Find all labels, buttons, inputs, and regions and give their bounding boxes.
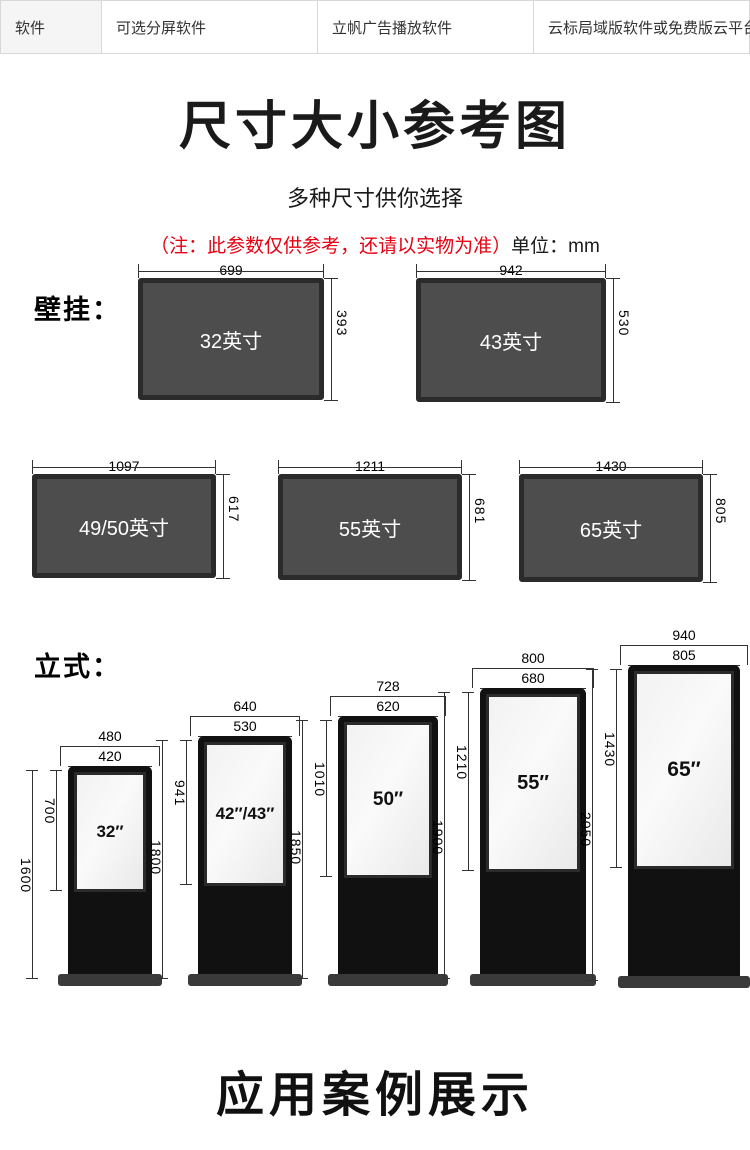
kiosk-42-inner-width-label: 530 xyxy=(233,718,257,734)
wall-mounted-label: 壁挂： xyxy=(34,295,121,325)
kiosk-32-screen-height-label: 700 xyxy=(42,798,58,825)
wall-tv-43: 942 43英寸 530 xyxy=(416,262,632,403)
kiosk-50-screen-height-label: 1010 xyxy=(312,762,328,798)
kiosk-65-screen-height-label: 1430 xyxy=(602,732,618,768)
kiosk-65-total-height-label: 2050 xyxy=(578,812,594,848)
software-cell-3: 云标局域版软件或免费版云平台 xyxy=(533,0,750,54)
wall-tv-43-body: 43英寸 xyxy=(416,278,606,402)
kiosk-32-screen: 32″ xyxy=(74,772,146,892)
wall-tv-65: 1430 65英寸 805 xyxy=(519,458,729,583)
kiosk-55-screen: 55″ xyxy=(486,694,580,872)
kiosk-50-inner-width-label: 620 xyxy=(376,698,400,714)
page-title: 尺寸大小参考图 xyxy=(178,98,571,156)
software-cell-2: 立帆广告播放软件 xyxy=(317,0,534,54)
kiosk-55-total-height-label: 1900 xyxy=(430,820,446,856)
wall-tv-32-size-label: 32英寸 xyxy=(199,330,263,353)
wall-tv-55: 1211 55英寸 681 xyxy=(278,458,488,581)
wall-tv-65-width-label: 1430 xyxy=(595,458,627,474)
kiosk-32-total-height-label: 1600 xyxy=(18,858,34,894)
wall-tv-32-body: 32英寸 xyxy=(138,278,324,400)
kiosk-50-outer-width-label: 728 xyxy=(376,678,400,694)
kiosk-50-total-height-label: 1850 xyxy=(288,830,304,866)
bottom-title: 应用案例展示 xyxy=(215,1069,534,1122)
wall-tv-32: 699 32英寸 393 xyxy=(138,262,350,401)
kiosk-50-screen: 50″ xyxy=(344,722,432,878)
kiosk-42-screen-height-label: 941 xyxy=(172,780,188,807)
kiosk-50-size-label: 50″ xyxy=(372,789,404,810)
wall-tv-55-body: 55英寸 xyxy=(278,474,462,580)
wall-tv-55-size-label: 55英寸 xyxy=(338,518,402,541)
kiosk-65-size-label: 65″ xyxy=(667,758,701,781)
kiosk-42-size-label: 42″/43″ xyxy=(215,804,275,823)
kiosk-55-outer-width-label: 800 xyxy=(521,650,545,666)
wall-tv-32-height-label: 393 xyxy=(334,310,350,337)
table-row: 软件 可选分屏软件 立帆广告播放软件 云标局域版软件或免费版云平台 xyxy=(0,0,750,54)
kiosk-65-outer-width-label: 940 xyxy=(672,627,696,643)
kiosk-55-inner-width-label: 680 xyxy=(521,670,545,686)
kiosk-55-screen-height-label: 1210 xyxy=(454,745,470,781)
note-red-text: （注：此参数仅供参考，还请以实物为准） xyxy=(150,236,512,257)
kiosk-42-total-height-label: 1800 xyxy=(148,840,164,876)
note-unit-text: 单位：mm xyxy=(511,236,600,257)
software-cell-1: 可选分屏软件 xyxy=(101,0,318,54)
page-subtitle: 多种尺寸供你选择 xyxy=(286,186,463,211)
wall-tv-50: 1097 49/50英寸 617 xyxy=(32,458,242,579)
kiosk-32-inner-width-label: 420 xyxy=(98,748,122,764)
wall-tv-50-width-label: 1097 xyxy=(108,458,140,474)
kiosk-65-inner-width-label: 805 xyxy=(672,647,696,663)
wall-tv-32-width-label: 699 xyxy=(219,262,243,278)
wall-tv-65-height-label: 805 xyxy=(713,498,729,525)
wall-tv-65-body: 65英寸 xyxy=(519,474,703,582)
kiosk-32-outer-width-label: 480 xyxy=(98,728,122,744)
wall-tv-50-height-label: 617 xyxy=(226,496,242,523)
kiosk-42-screen: 42″/43″ xyxy=(204,742,286,886)
kiosk-55-size-label: 55″ xyxy=(517,771,549,794)
wall-tv-55-width-label: 1211 xyxy=(354,458,386,474)
kiosk-42-outer-width-label: 640 xyxy=(233,698,257,714)
kiosk-32-size-label: 32″ xyxy=(96,822,124,841)
kiosk-65-screen: 65″ xyxy=(634,671,734,869)
standing-label: 立式： xyxy=(34,652,121,682)
wall-tv-50-size-label: 49/50英寸 xyxy=(78,517,170,540)
software-row-label: 软件 xyxy=(0,0,102,54)
wall-tv-43-height-label: 530 xyxy=(616,310,632,337)
wall-tv-43-size-label: 43英寸 xyxy=(479,331,543,354)
wall-tv-55-height-label: 681 xyxy=(472,498,488,525)
page-note: （注：此参数仅供参考，还请以实物为准）单位：mm xyxy=(0,231,750,258)
wall-tv-65-size-label: 65英寸 xyxy=(579,519,643,542)
software-table: 软件 可选分屏软件 立帆广告播放软件 云标局域版软件或免费版云平台 xyxy=(0,0,750,54)
wall-tv-43-width-label: 942 xyxy=(499,262,523,278)
wall-tv-50-body: 49/50英寸 xyxy=(32,474,216,578)
